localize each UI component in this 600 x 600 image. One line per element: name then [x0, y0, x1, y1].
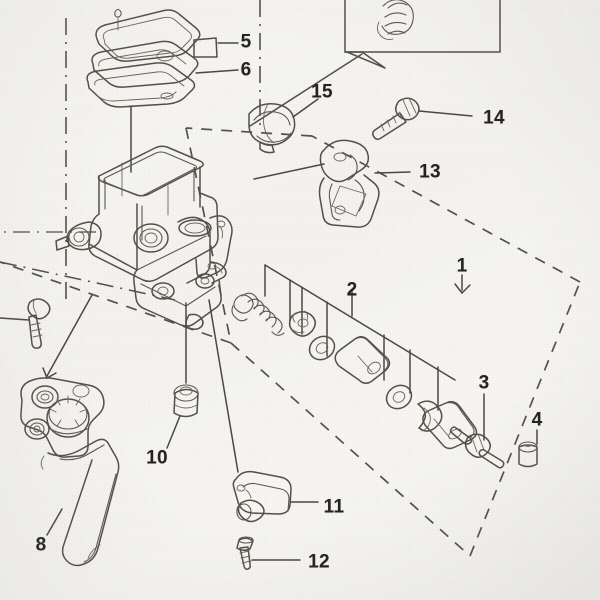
kit-spring-seat [288, 310, 316, 337]
construction-lines [0, 0, 261, 305]
callout-label-5: 5 [240, 31, 252, 53]
balloon-hose-detail [376, 0, 414, 41]
repair-kit-2 [231, 264, 478, 450]
brake-light-switch-11 [232, 470, 319, 523]
callout-label-12: 12 [308, 551, 330, 573]
callout-label-8: 8 [35, 534, 47, 556]
callout-label-14: 14 [483, 107, 505, 129]
pivot-nut-10 [166, 299, 239, 473]
callout-label-11: 11 [323, 496, 345, 518]
callout-label-2: 2 [346, 279, 358, 301]
detail-balloon [249, 0, 501, 127]
assembly-boundary-1 [0, 127, 581, 557]
callout-label-1: 1 [456, 255, 468, 277]
kit-cup-seal-1 [308, 335, 336, 361]
hose-clamp-15 [248, 98, 319, 154]
kit-spring [231, 292, 285, 336]
pivot-bolt [0, 294, 93, 380]
kit-cup-seal-2 [385, 384, 413, 410]
kit-piston [334, 336, 391, 384]
callout-label-3: 3 [478, 372, 490, 394]
bleed-screw-3 [449, 393, 505, 469]
reservoir-cap-assembly [86, 8, 239, 173]
clamp-bolt-14 [371, 97, 473, 141]
callout-label-6: 6 [240, 59, 252, 81]
bleed-cap-4 [518, 429, 538, 468]
handlebar-clamp-13 [253, 139, 411, 228]
callout-label-13: 13 [419, 161, 441, 183]
callout-label-15: 15 [311, 81, 333, 103]
boundary-leader-1 [454, 274, 471, 295]
callout-label-10: 10 [146, 447, 168, 469]
master-cylinder-body [55, 145, 233, 331]
switch-screw-12 [236, 536, 301, 570]
callout-label-4: 4 [531, 409, 543, 431]
kit-dust-boot [422, 400, 478, 450]
